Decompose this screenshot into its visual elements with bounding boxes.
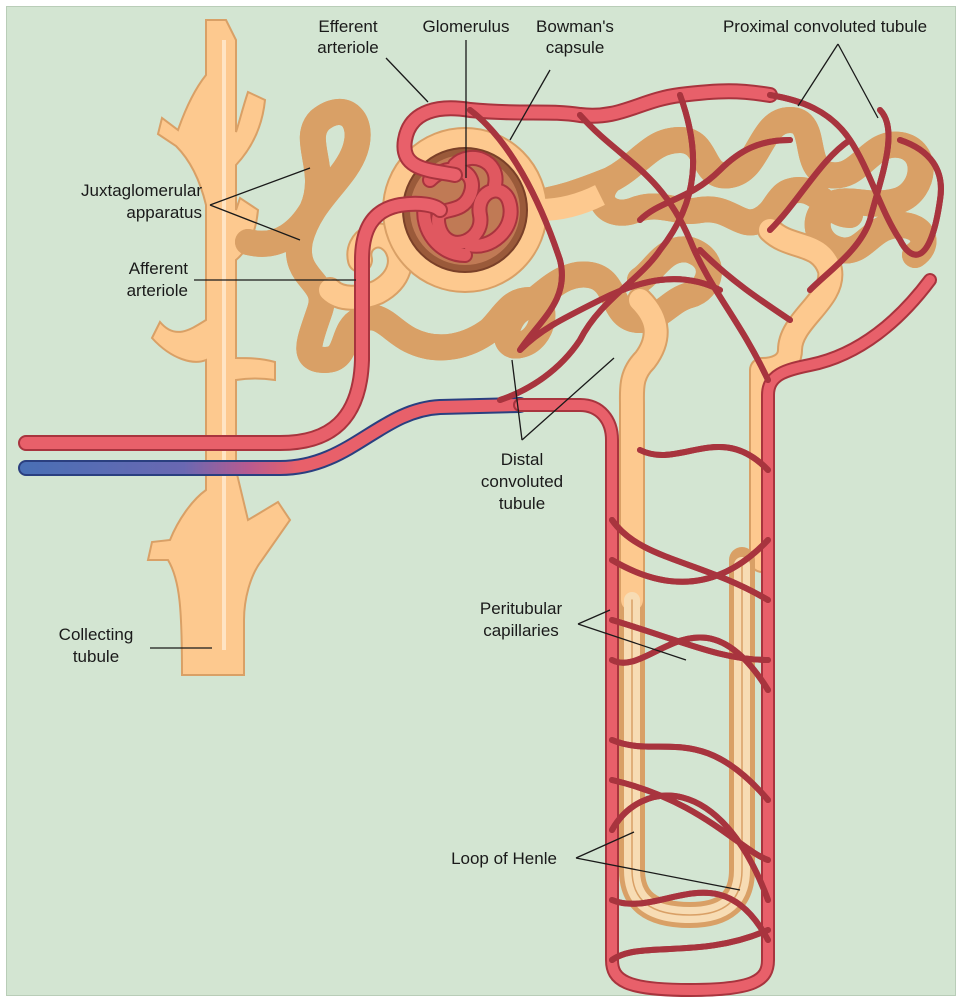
- label-distal-tubule: Distal convoluted tubule: [481, 450, 563, 513]
- collecting-tubule-shape: [148, 20, 290, 675]
- label-juxta-line2: apparatus: [126, 203, 202, 222]
- label-glomerulus: Glomerulus: [423, 17, 510, 36]
- label-distal-line1: Distal: [501, 450, 544, 469]
- label-afferent-line1: Afferent: [129, 259, 189, 278]
- label-afferent-line2: arteriole: [127, 281, 188, 300]
- label-efferent-line2: arteriole: [317, 38, 378, 57]
- label-bowmans-line2: capsule: [546, 38, 605, 57]
- label-bowmans-line1: Bowman's: [536, 17, 614, 36]
- label-efferent-line1: Efferent: [318, 17, 378, 36]
- label-distal-line2: convoluted: [481, 472, 563, 491]
- label-juxtaglomerular: Juxtaglomerular apparatus: [81, 181, 202, 222]
- label-proximal-tubule: Proximal convoluted tubule: [723, 17, 927, 36]
- label-collecting-line2: tubule: [73, 647, 119, 666]
- label-bowmans-capsule: Bowman's capsule: [536, 17, 614, 57]
- label-afferent-arteriole: Afferent arteriole: [127, 259, 189, 300]
- label-distal-line3: tubule: [499, 494, 545, 513]
- label-peritubular-line2: capillaries: [483, 621, 559, 640]
- label-juxta-line1: Juxtaglomerular: [81, 181, 202, 200]
- label-collecting-line1: Collecting: [59, 625, 134, 644]
- label-peritubular: Peritubular capillaries: [480, 599, 563, 640]
- label-loop-of-henle: Loop of Henle: [451, 849, 557, 868]
- label-collecting-tubule: Collecting tubule: [59, 625, 134, 666]
- label-peritubular-line1: Peritubular: [480, 599, 563, 618]
- label-efferent-arteriole: Efferent arteriole: [317, 17, 378, 57]
